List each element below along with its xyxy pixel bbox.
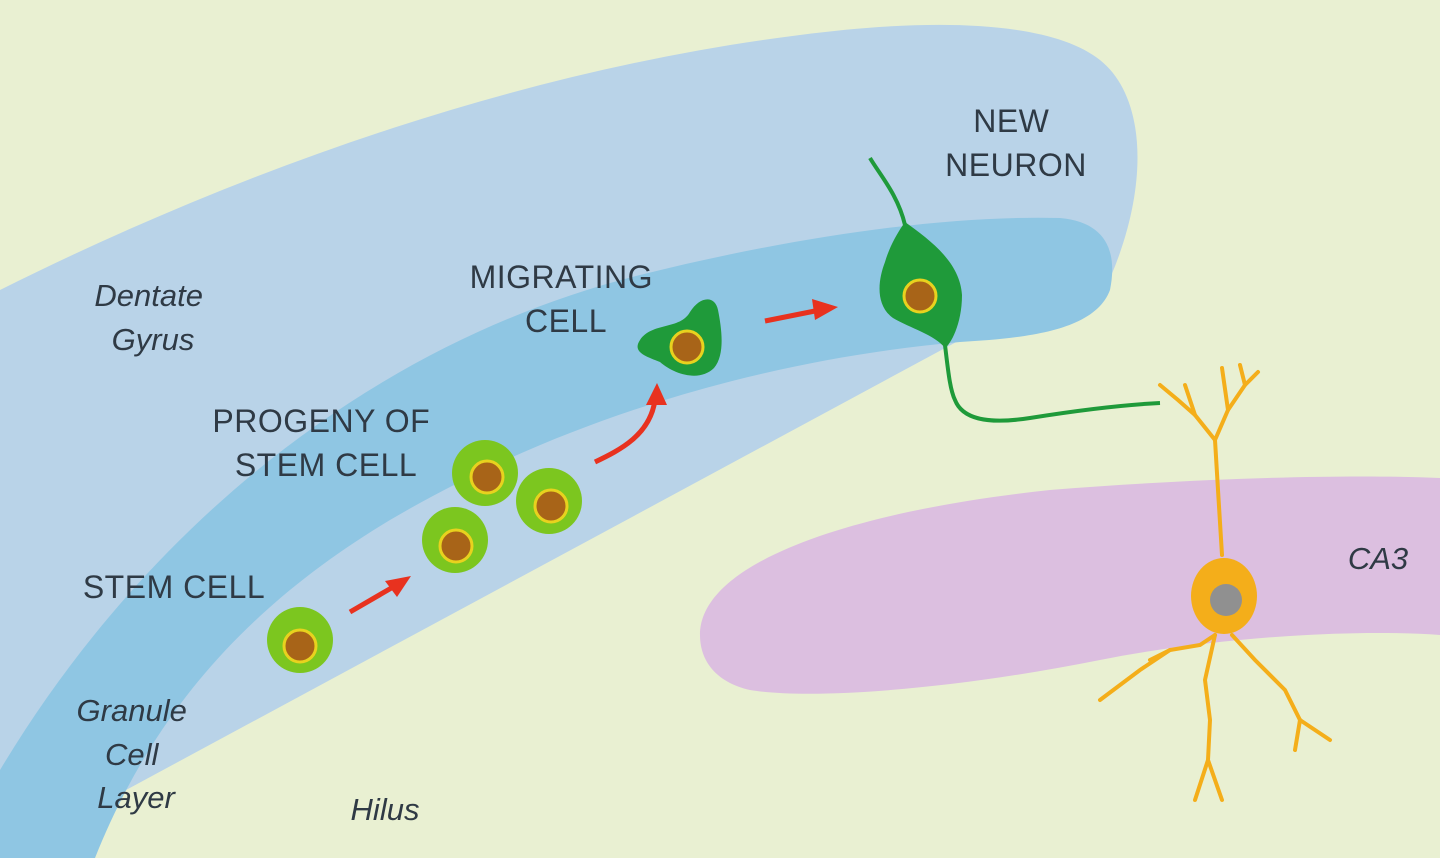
hilus-label: Hilus — [351, 792, 420, 827]
progeny-cell — [516, 468, 582, 534]
ca3-neuron-body — [1191, 558, 1257, 634]
ca3-region — [700, 477, 1440, 694]
progeny-cell — [422, 507, 488, 573]
stem-cell-label: STEM CELL — [83, 569, 265, 605]
stem-cell — [267, 607, 333, 673]
ca3-label: CA3 — [1348, 541, 1408, 576]
progeny-cell — [452, 440, 518, 506]
